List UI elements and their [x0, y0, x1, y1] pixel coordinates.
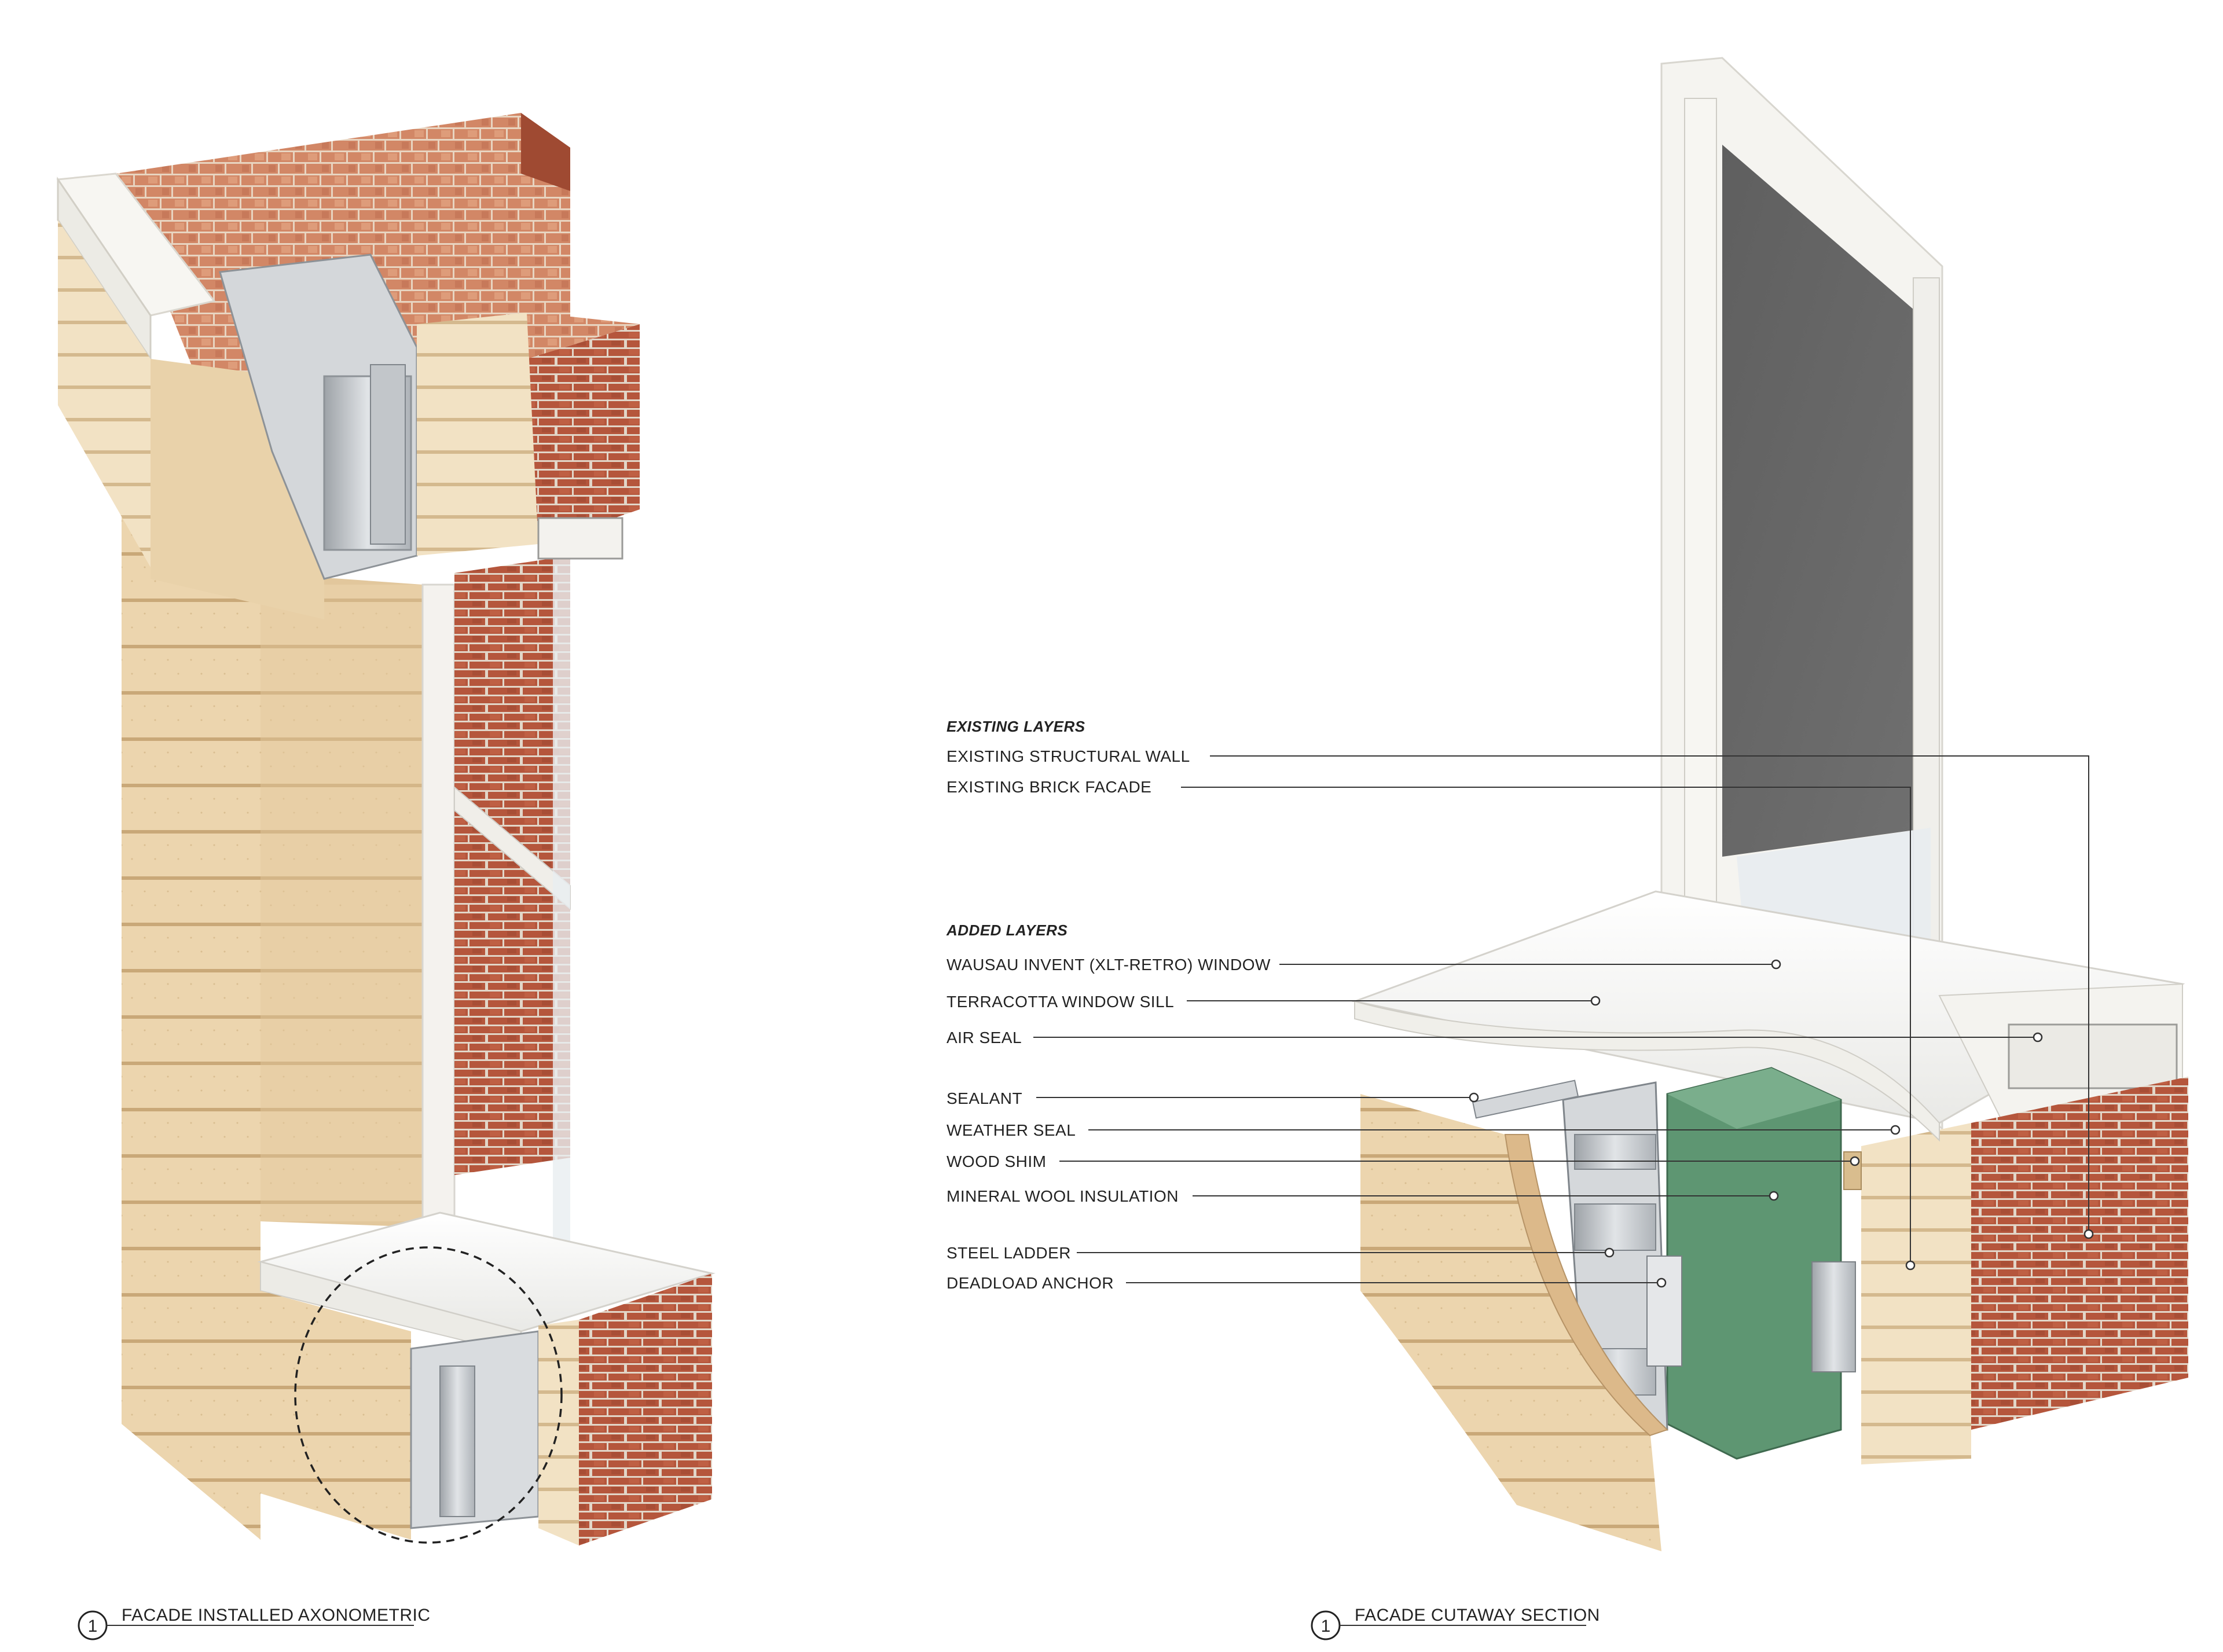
- legend-item-wausau-window: WAUSAU INVENT (XLT-RETRO) WINDOW: [947, 956, 1781, 974]
- deadload-anchor-plate: [1646, 1255, 1682, 1367]
- svg-text:TERRACOTTA WINDOW SILL: TERRACOTTA WINDOW SILL: [947, 993, 1174, 1011]
- terracotta-curved-shell: [1504, 1134, 1668, 1437]
- existing-layers-header: EXISTING LAYERS: [947, 718, 1085, 735]
- existing-brick-face: [1971, 1077, 2188, 1430]
- axonometric-view: [56, 113, 716, 1545]
- window-sash-left: [1684, 98, 1717, 909]
- added-layers-header: ADDED LAYERS: [946, 922, 1068, 939]
- sill-curved-lip: [1354, 1000, 1940, 1142]
- svg-text:MINERAL WOOL INSULATION: MINERAL WOOL INSULATION: [947, 1187, 1179, 1205]
- right-caption: 1 FACADE CUTAWAY SECTION: [1311, 1606, 1600, 1640]
- cutaway-view: [1351, 57, 2188, 1551]
- caption-title: FACADE INSTALLED AXONOMETRIC: [122, 1606, 431, 1625]
- steel-ladder-top: [370, 364, 406, 545]
- caption-number: 1: [1321, 1617, 1331, 1636]
- anchor-plate-right: [1811, 1261, 1856, 1372]
- brick-end-face: [521, 113, 570, 191]
- detail-callout-circle: [294, 1246, 563, 1544]
- legend-item-weather-seal: WEATHER SEAL: [947, 1121, 1901, 1139]
- terracotta-column-face: [122, 440, 261, 1540]
- legend-item-sealant: SEALANT: [947, 1089, 1479, 1107]
- svg-text:DEADLOAD ANCHOR: DEADLOAD ANCHOR: [947, 1274, 1114, 1292]
- terracotta-base-right: [538, 1320, 579, 1545]
- glass-pane: [553, 556, 570, 1273]
- svg-text:WAUSAU INVENT (XLT-RETRO) WIND: WAUSAU INVENT (XLT-RETRO) WINDOW: [947, 956, 1271, 974]
- window-head-profile: [537, 517, 623, 560]
- steel-rung-2: [1574, 1203, 1656, 1251]
- legend-item-air-seal: AIR SEAL: [947, 1029, 2043, 1047]
- legend-item-terracotta-sill: TERRACOTTA WINDOW SILL: [947, 993, 1601, 1011]
- air-seal-channel: [2008, 1023, 2178, 1089]
- terracotta-sill-face: [1861, 1123, 1971, 1464]
- mineral-wool-top: [1667, 1068, 1841, 1129]
- sealant-strip: [1472, 1080, 1579, 1119]
- brick-top-right: [428, 301, 640, 359]
- terracotta-base-front: [261, 1291, 411, 1540]
- brick-base-right: [579, 1273, 712, 1545]
- svg-text:EXISTING BRICK FACADE: EXISTING BRICK FACADE: [947, 778, 1151, 796]
- svg-text:SEALANT: SEALANT: [947, 1089, 1022, 1107]
- steel-rung-1: [1574, 1134, 1656, 1170]
- legend-item-existing-brick-facade: EXISTING BRICK FACADE: [947, 778, 1916, 1271]
- window-glass: [1722, 145, 1931, 857]
- window-frame-mullion: [421, 583, 456, 1228]
- brick-front-face-top: [527, 324, 640, 544]
- caption-number: 1: [88, 1617, 98, 1636]
- terracotta-cutaway-curve: [1360, 1094, 1661, 1551]
- caption-title: FACADE CUTAWAY SECTION: [1355, 1606, 1600, 1625]
- legend: EXISTING LAYERS EXISTING STRUCTURAL WALL…: [946, 718, 2094, 1292]
- svg-text:STEEL LADDER: STEEL LADDER: [947, 1244, 1071, 1262]
- legend-item-deadload-anchor: DEADLOAD ANCHOR: [947, 1274, 1667, 1292]
- steel-ladder-base: [439, 1365, 475, 1517]
- legend-item-wood-shim: WOOD SHIM: [947, 1152, 1860, 1170]
- svg-text:AIR SEAL: AIR SEAL: [947, 1029, 1022, 1047]
- legend-item-mineral-wool: MINERAL WOOL INSULATION: [947, 1187, 1779, 1205]
- svg-text:WOOD SHIM: WOOD SHIM: [947, 1152, 1047, 1170]
- terracotta-cap-right: [417, 313, 538, 556]
- left-caption: 1 FACADE INSTALLED AXONOMETRIC: [78, 1606, 431, 1640]
- legend-item-existing-structural-wall: EXISTING STRUCTURAL WALL: [947, 747, 2094, 1239]
- legend-item-steel-ladder: STEEL LADDER: [947, 1244, 1615, 1262]
- svg-text:WEATHER SEAL: WEATHER SEAL: [947, 1121, 1076, 1139]
- brick-back-wall: [454, 556, 570, 1175]
- terracotta-cap-side: [58, 220, 151, 567]
- svg-text:EXISTING STRUCTURAL WALL: EXISTING STRUCTURAL WALL: [947, 747, 1190, 765]
